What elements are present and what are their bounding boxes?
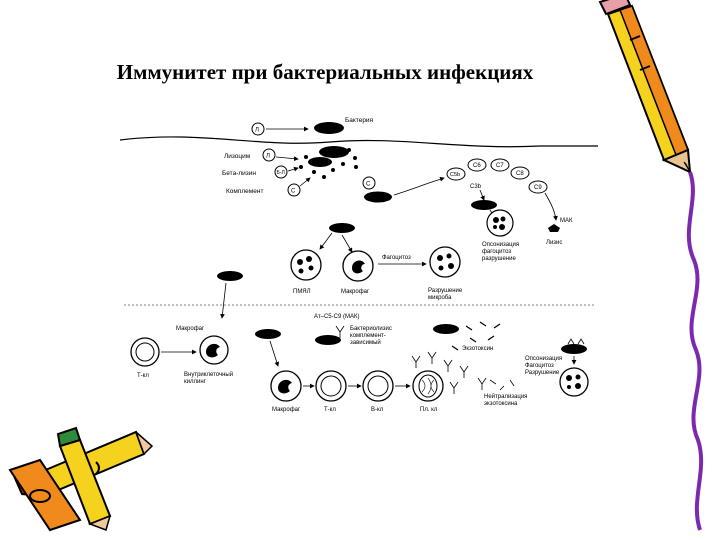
plasma-cell	[412, 370, 444, 402]
phagocyte-cell	[559, 367, 589, 397]
t-cell-left-label: Т-кл	[137, 373, 149, 379]
svg-text:C7: C7	[496, 163, 504, 169]
slide-title: Иммунитет при бактериальных инфекциях	[116, 60, 534, 84]
bacteriolysis-label: Бактериолизис комплемент-зависимый	[350, 326, 394, 346]
pencil-icon	[598, 0, 692, 174]
macrophage-top-label: Макрофаг	[341, 289, 370, 295]
phagocyte-cell	[486, 209, 514, 237]
bacterium	[561, 344, 587, 354]
plasma-cell-label: Пл. кл	[420, 407, 438, 413]
mak-label: МАК	[560, 218, 573, 224]
complement-icon	[362, 176, 376, 190]
antibodies-icon	[411, 351, 469, 394]
complement-label: Комплемент	[226, 188, 263, 195]
svg-text:C8: C8	[516, 171, 524, 177]
antibody-exotoxin-complex	[477, 377, 515, 391]
bacterial-debris	[299, 148, 358, 179]
bacterium	[315, 335, 341, 345]
ab-mak-label: Ат–C5-C9 (МАК)	[314, 314, 359, 320]
svg-text:Б-Л: Б-Л	[277, 170, 285, 176]
label-line: зависимый	[350, 339, 381, 346]
label-line: Фагоцитоз	[525, 363, 554, 369]
antibody-icon	[335, 325, 345, 338]
svg-text:Л: Л	[255, 128, 259, 134]
complement-chain: C5b C6 C7 C8 C9	[446, 158, 548, 194]
exotoxin-particles	[451, 321, 501, 351]
bacterium	[471, 200, 497, 210]
bacterium	[255, 329, 281, 339]
t-cell	[315, 370, 347, 402]
svg-text:С: С	[291, 189, 296, 195]
wavy-border-icon	[686, 171, 704, 531]
lysozyme-icon	[262, 148, 276, 162]
complement-icon	[287, 183, 301, 197]
bacterium	[319, 146, 349, 158]
label-line: экзотоксина	[484, 401, 518, 407]
svg-text:C6: C6	[473, 163, 481, 169]
svg-text:C5b: C5b	[450, 172, 460, 178]
intracellular-killing-label: Внутриклеточный киллинг	[184, 371, 235, 385]
beta-lysin-icon	[274, 165, 288, 179]
bacterium	[364, 191, 392, 203]
svg-text:Л: Л	[266, 154, 270, 160]
t-cell	[130, 337, 160, 367]
label-line: фагоцитоз	[482, 249, 511, 255]
lysozyme-icon	[251, 122, 265, 136]
bacteria-label: Бактерия	[345, 117, 374, 124]
microbe-destruction-label: Разрушение микроба	[428, 288, 464, 301]
neutralization-label: Нейтрализация экзотоксина	[484, 393, 529, 407]
label-line: Разрушение	[525, 370, 560, 376]
phagocyte-cell	[429, 246, 461, 278]
svg-text:С: С	[366, 182, 371, 188]
bacterium	[314, 122, 344, 134]
bacterium	[433, 324, 459, 334]
bacterium	[308, 157, 332, 167]
phagocytosis-label: Фагоцитоз	[382, 255, 411, 261]
macrophage-bottom-label: Макрофаг	[272, 407, 301, 413]
lysozyme-label: Лизоцим	[224, 153, 251, 160]
label-line: комплемент-	[350, 333, 386, 339]
svg-text:C9: C9	[534, 185, 542, 191]
macrophage-left-label: Макрофаг	[176, 326, 205, 332]
membrane-line	[119, 136, 598, 148]
b-cell	[362, 370, 394, 402]
lysed-bacterium	[548, 224, 560, 232]
lysis-label: Лизис	[546, 240, 562, 246]
beta-lysin-label: Бета-лизин	[222, 170, 256, 177]
label-line: микроба	[428, 295, 452, 301]
label-line: разрушение	[482, 256, 516, 262]
pmnl-cell	[290, 249, 322, 281]
t-cell-bottom-label: Т-кл	[324, 407, 336, 413]
c3b-label: C3b	[470, 184, 482, 190]
bacterium	[217, 271, 243, 281]
exotoxin-label: Экзотоксин	[462, 346, 493, 352]
bacterium	[329, 223, 355, 233]
label-line: киллинг	[184, 379, 207, 385]
b-cell-label: В-кл	[371, 407, 384, 413]
crossed-pencils-icon	[8, 426, 154, 532]
pmnl-label: ПМЯЛ	[293, 289, 311, 295]
